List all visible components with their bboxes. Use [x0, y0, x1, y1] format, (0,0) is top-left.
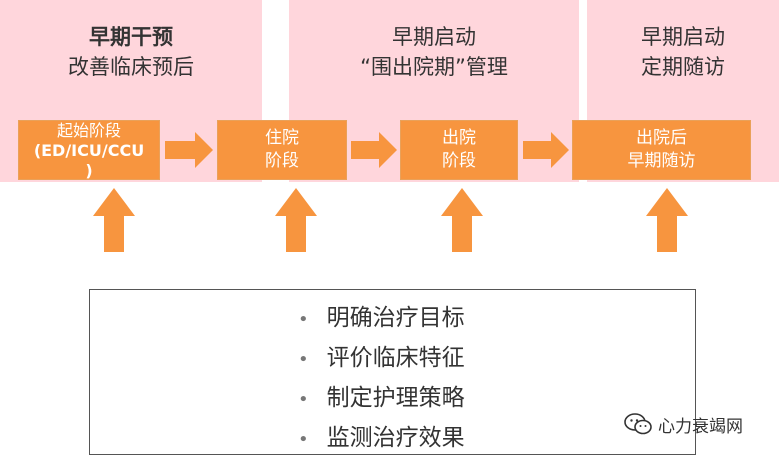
phase-subtitle: “围出院期”管理 — [360, 55, 508, 79]
list-item: • 监测治疗效果 — [298, 418, 465, 458]
phase-title: 早期启动 — [392, 25, 476, 49]
watermark-text: 心力衰竭网 — [658, 416, 743, 437]
stage-label: 出院后 — [636, 128, 687, 148]
list-item: • 评价临床特征 — [298, 338, 465, 378]
up-arrow-icon — [646, 188, 688, 252]
bullet-icon: • — [298, 349, 309, 370]
right-arrow-icon — [351, 132, 397, 168]
right-arrow-icon — [523, 132, 569, 168]
wechat-icon — [624, 413, 652, 435]
stage-label: 出院 — [442, 128, 476, 148]
stage-box-inpatient: 住院 阶段 — [217, 120, 347, 180]
list-item: • 明确治疗目标 — [298, 298, 465, 338]
stage-label: 起始阶段 — [56, 121, 121, 140]
phase-title: 早期干预 — [89, 25, 173, 49]
task-text: 监测治疗效果 — [326, 425, 465, 451]
bullet-icon: • — [298, 309, 309, 330]
up-arrow-icon — [441, 188, 483, 252]
stage-label: 住院 — [265, 128, 299, 148]
stage-label: 阶段 — [442, 151, 476, 171]
phase-title: 早期启动 — [641, 25, 725, 49]
task-text: 制定护理策略 — [326, 385, 465, 411]
task-list-box: • 明确治疗目标 • 评价临床特征 • 制定护理策略 • 监测治疗效果 — [89, 289, 696, 455]
stage-box-discharge: 出院 阶段 — [400, 120, 518, 180]
right-arrow-icon — [165, 132, 213, 168]
phase-subtitle: 定期随访 — [641, 55, 725, 79]
watermark: 心力衰竭网 — [624, 412, 743, 437]
phase-subtitle: 改善临床预后 — [68, 55, 194, 79]
bullet-icon: • — [298, 389, 309, 410]
up-arrow-icon — [93, 188, 135, 252]
task-text: 明确治疗目标 — [326, 305, 465, 331]
stage-label: 早期随访 — [627, 151, 696, 171]
bullet-icon: • — [298, 429, 309, 450]
up-arrow-icon — [275, 188, 317, 252]
stage-box-post-discharge: 出院后 早期随访 — [572, 120, 751, 180]
stage-label: 阶段 — [265, 151, 299, 171]
stage-label: (ED/ICU/CCU — [33, 141, 145, 160]
list-item: • 制定护理策略 — [298, 378, 465, 418]
task-text: 评价临床特征 — [326, 345, 465, 371]
stage-box-initial: 起始阶段 (ED/ICU/CCU ) — [18, 120, 160, 180]
task-list: • 明确治疗目标 • 评价临床特征 • 制定护理策略 • 监测治疗效果 — [298, 298, 465, 458]
stage-label: ) — [85, 161, 93, 180]
